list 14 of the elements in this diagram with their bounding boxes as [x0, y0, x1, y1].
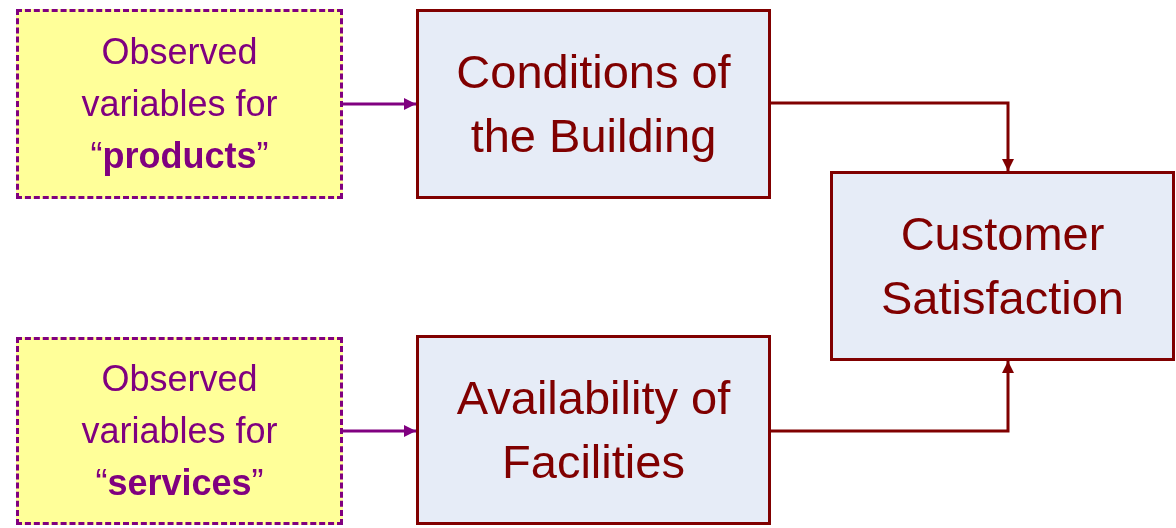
arrow: [771, 101, 1014, 171]
process-box: [830, 171, 1175, 361]
box-text: Conditions of the Building: [455, 44, 732, 164]
process-box: [416, 335, 771, 525]
box-text: Customer Satisfaction: [880, 206, 1125, 326]
arrow: [343, 98, 416, 110]
arrow: [771, 361, 1014, 433]
box-text: Observed variables for “services”: [80, 357, 279, 505]
box-text: Observed variables for “products”: [80, 30, 279, 178]
process-box: [416, 9, 771, 199]
input-box: [16, 9, 343, 199]
box-text: Availability of Facilities: [455, 370, 732, 490]
input-box: [16, 337, 343, 525]
arrow: [343, 425, 416, 437]
